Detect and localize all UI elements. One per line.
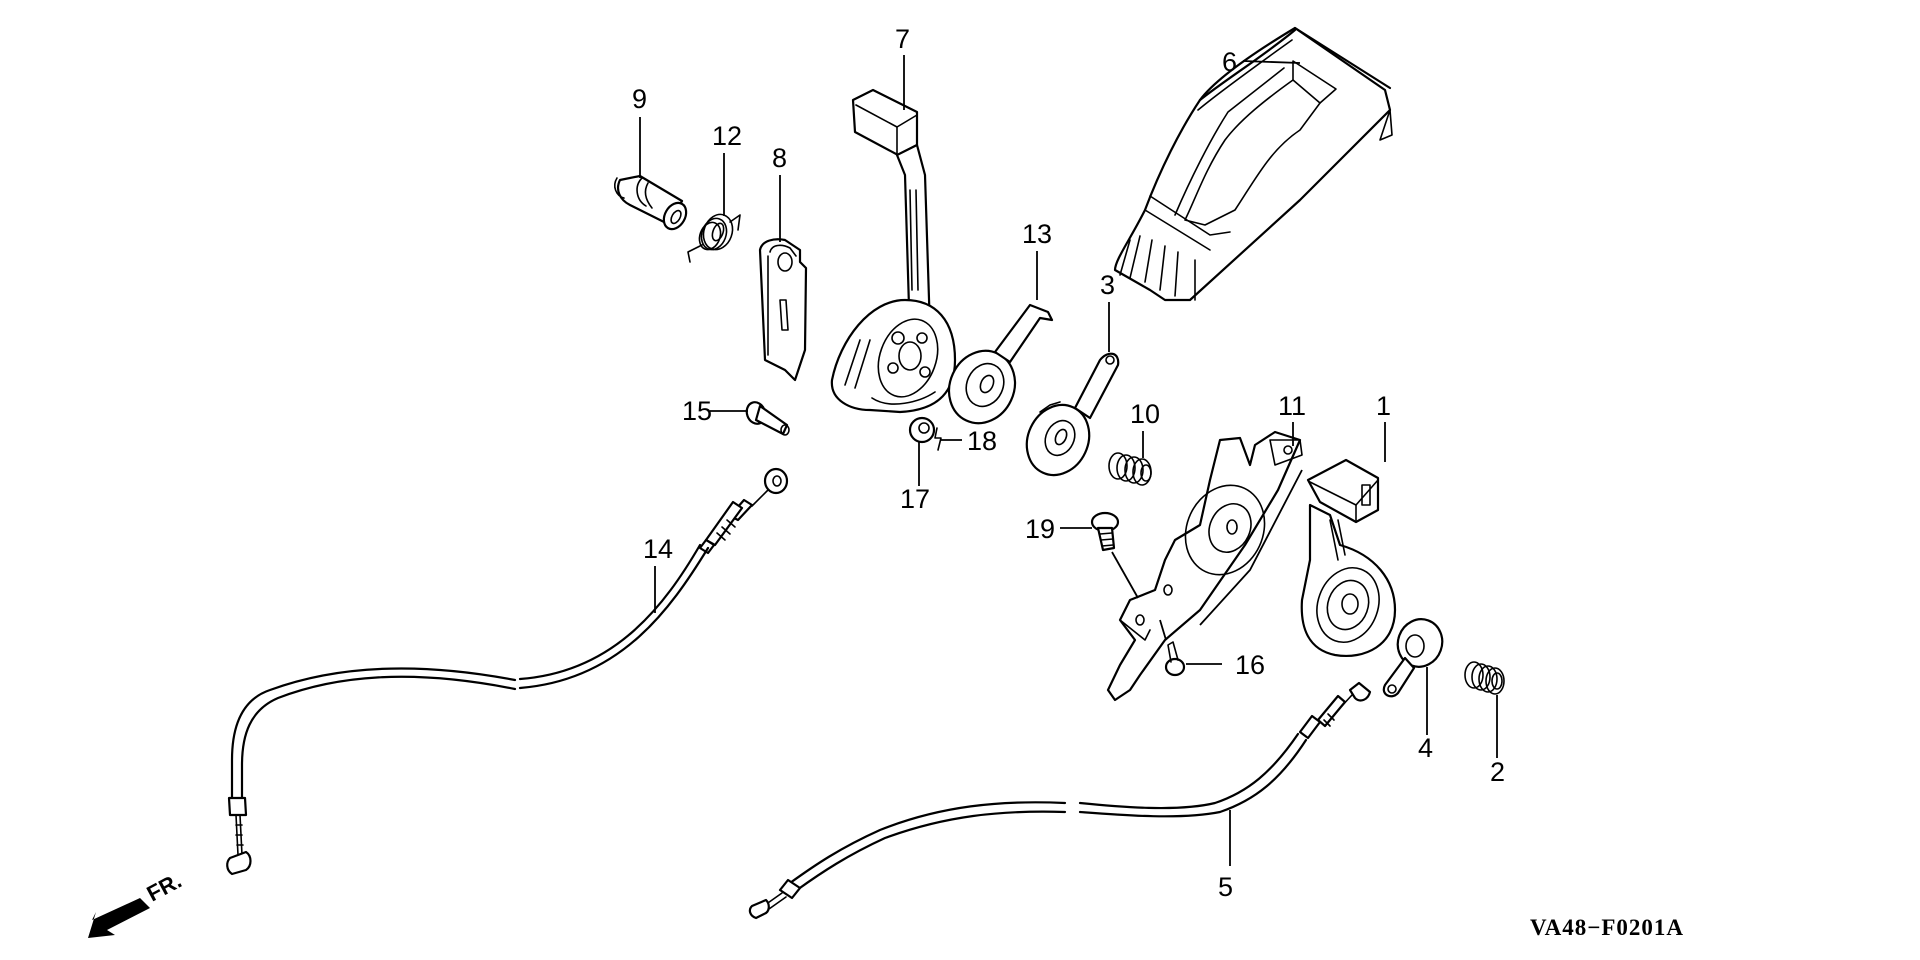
- callout-19: 19: [1025, 514, 1055, 544]
- part-16-tapping-screw[interactable]: [1164, 641, 1186, 677]
- part-7-control-lever[interactable]: [830, 88, 957, 414]
- front-direction-label: FR.: [143, 868, 186, 907]
- callout-2: 2: [1490, 757, 1505, 787]
- part-1-control-lever[interactable]: [1300, 458, 1397, 657]
- part-3-control-plate[interactable]: [1016, 352, 1120, 486]
- part-2-spring[interactable]: [1464, 661, 1505, 695]
- callout-7: 7: [895, 24, 910, 54]
- part-12-torsion-spring[interactable]: [687, 210, 741, 263]
- part-6-lever-cover[interactable]: [1113, 26, 1393, 302]
- drawing-code: VA48−F0201A: [1530, 915, 1684, 940]
- callout-11: 11: [1278, 391, 1306, 421]
- callout-10: 10: [1130, 399, 1160, 429]
- callout-1: 1: [1376, 391, 1391, 421]
- front-direction-indicator: FR.: [88, 868, 186, 938]
- part-9-pivot-collar[interactable]: [614, 174, 691, 233]
- callout-8: 8: [772, 143, 787, 173]
- leader-line-6: [1242, 60, 1301, 64]
- part-10-spring[interactable]: [1108, 452, 1152, 486]
- callout-5: 5: [1218, 872, 1233, 902]
- part-13-friction-plate[interactable]: [937, 303, 1054, 434]
- part-11-control-base[interactable]: [1106, 430, 1303, 702]
- callout-4: 4: [1418, 733, 1433, 763]
- part-4-friction-plate[interactable]: [1382, 613, 1449, 698]
- screw-alignment-line: [1159, 619, 1167, 641]
- part-18-clip[interactable]: [934, 427, 942, 451]
- callout-15: 15: [682, 396, 712, 426]
- callout-3: 3: [1100, 270, 1115, 300]
- callout-18: 18: [967, 426, 997, 456]
- callout-12: 12: [712, 121, 742, 151]
- callout-16: 16: [1235, 650, 1265, 680]
- callout-14: 14: [643, 534, 673, 564]
- part-14-control-cable[interactable]: [226, 467, 789, 876]
- callout-17: 17: [900, 484, 930, 514]
- part-17-washer[interactable]: [908, 416, 936, 444]
- callout-13: 13: [1022, 219, 1052, 249]
- part-11-outline-line: [1199, 469, 1303, 626]
- callout-6: 6: [1222, 47, 1237, 77]
- front-direction-arrow-icon: [88, 898, 150, 938]
- part-5-throttle-cable[interactable]: [748, 681, 1372, 920]
- bolt-alignment-line: [1111, 551, 1139, 599]
- part-15-pin[interactable]: [744, 400, 790, 436]
- callout-9: 9: [632, 84, 647, 114]
- part-19-flange-bolt[interactable]: [1090, 511, 1120, 552]
- part-8-lever-bracket[interactable]: [758, 238, 808, 382]
